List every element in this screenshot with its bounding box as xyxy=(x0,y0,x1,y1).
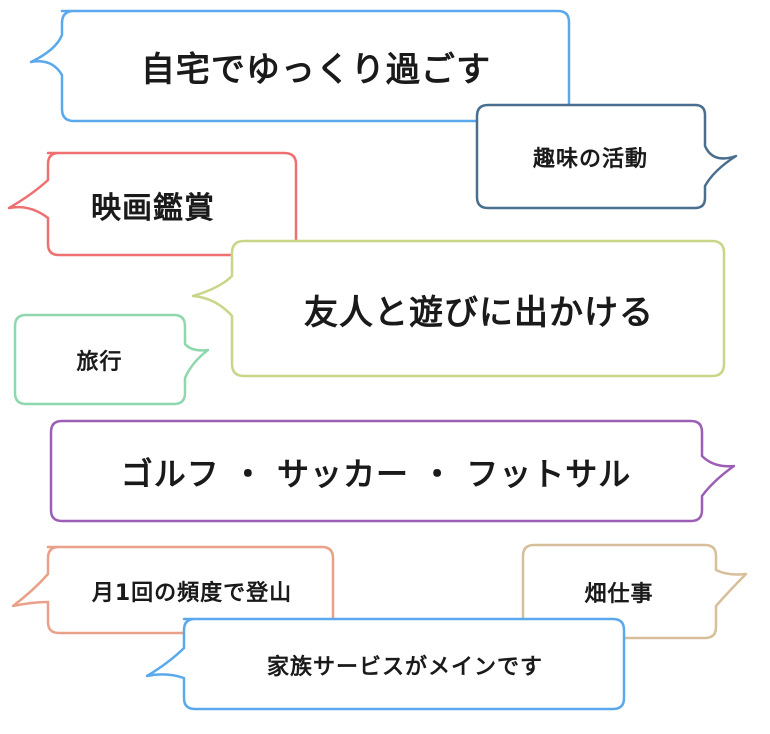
bubble-sports-shape xyxy=(49,419,736,523)
bubble-home: 自宅でゆっくり過ごす xyxy=(29,9,571,123)
bubble-sports-label: ゴルフ ・ サッカー ・ フットサル xyxy=(120,455,632,493)
bubble-movie: 映画鑑賞 xyxy=(7,151,298,258)
bubble-travel-label: 旅行 xyxy=(76,350,123,375)
bubble-hiking: 月1回の頻度で登山 xyxy=(11,545,336,636)
bubble-hobby: 趣味の活動 xyxy=(475,103,738,210)
bubble-movie-label: 映画鑑賞 xyxy=(91,191,215,226)
bubble-travel-shape xyxy=(13,313,210,406)
bubble-friends-shape xyxy=(191,239,726,378)
bubble-travel: 旅行 xyxy=(13,313,210,406)
bubble-field: 畑仕事 xyxy=(521,543,748,640)
bubble-hiking-label: 月1回の頻度で登山 xyxy=(91,581,293,606)
bubble-home-shape xyxy=(29,9,571,123)
bubble-field-shape xyxy=(521,543,748,640)
bubble-hobby-label: 趣味の活動 xyxy=(532,147,648,172)
bubble-hiking-shape xyxy=(11,545,335,635)
bubble-family: 家族サービスがメインです xyxy=(145,617,626,712)
bubble-family-shape xyxy=(145,617,626,711)
bubble-family-label: 家族サービスがメインです xyxy=(266,655,543,680)
bubble-sports: ゴルフ ・ サッカー ・ フットサル xyxy=(49,419,736,524)
bubble-home-label: 自宅でゆっくり過ごす xyxy=(140,49,492,90)
bubble-friends-label: 友人と遊びに出かける xyxy=(304,292,654,333)
bubble-friends: 友人と遊びに出かける xyxy=(191,239,726,378)
bubble-field-label: 畑仕事 xyxy=(584,582,654,607)
bubble-movie-shape xyxy=(7,151,298,257)
bubble-hobby-shape xyxy=(475,103,738,210)
